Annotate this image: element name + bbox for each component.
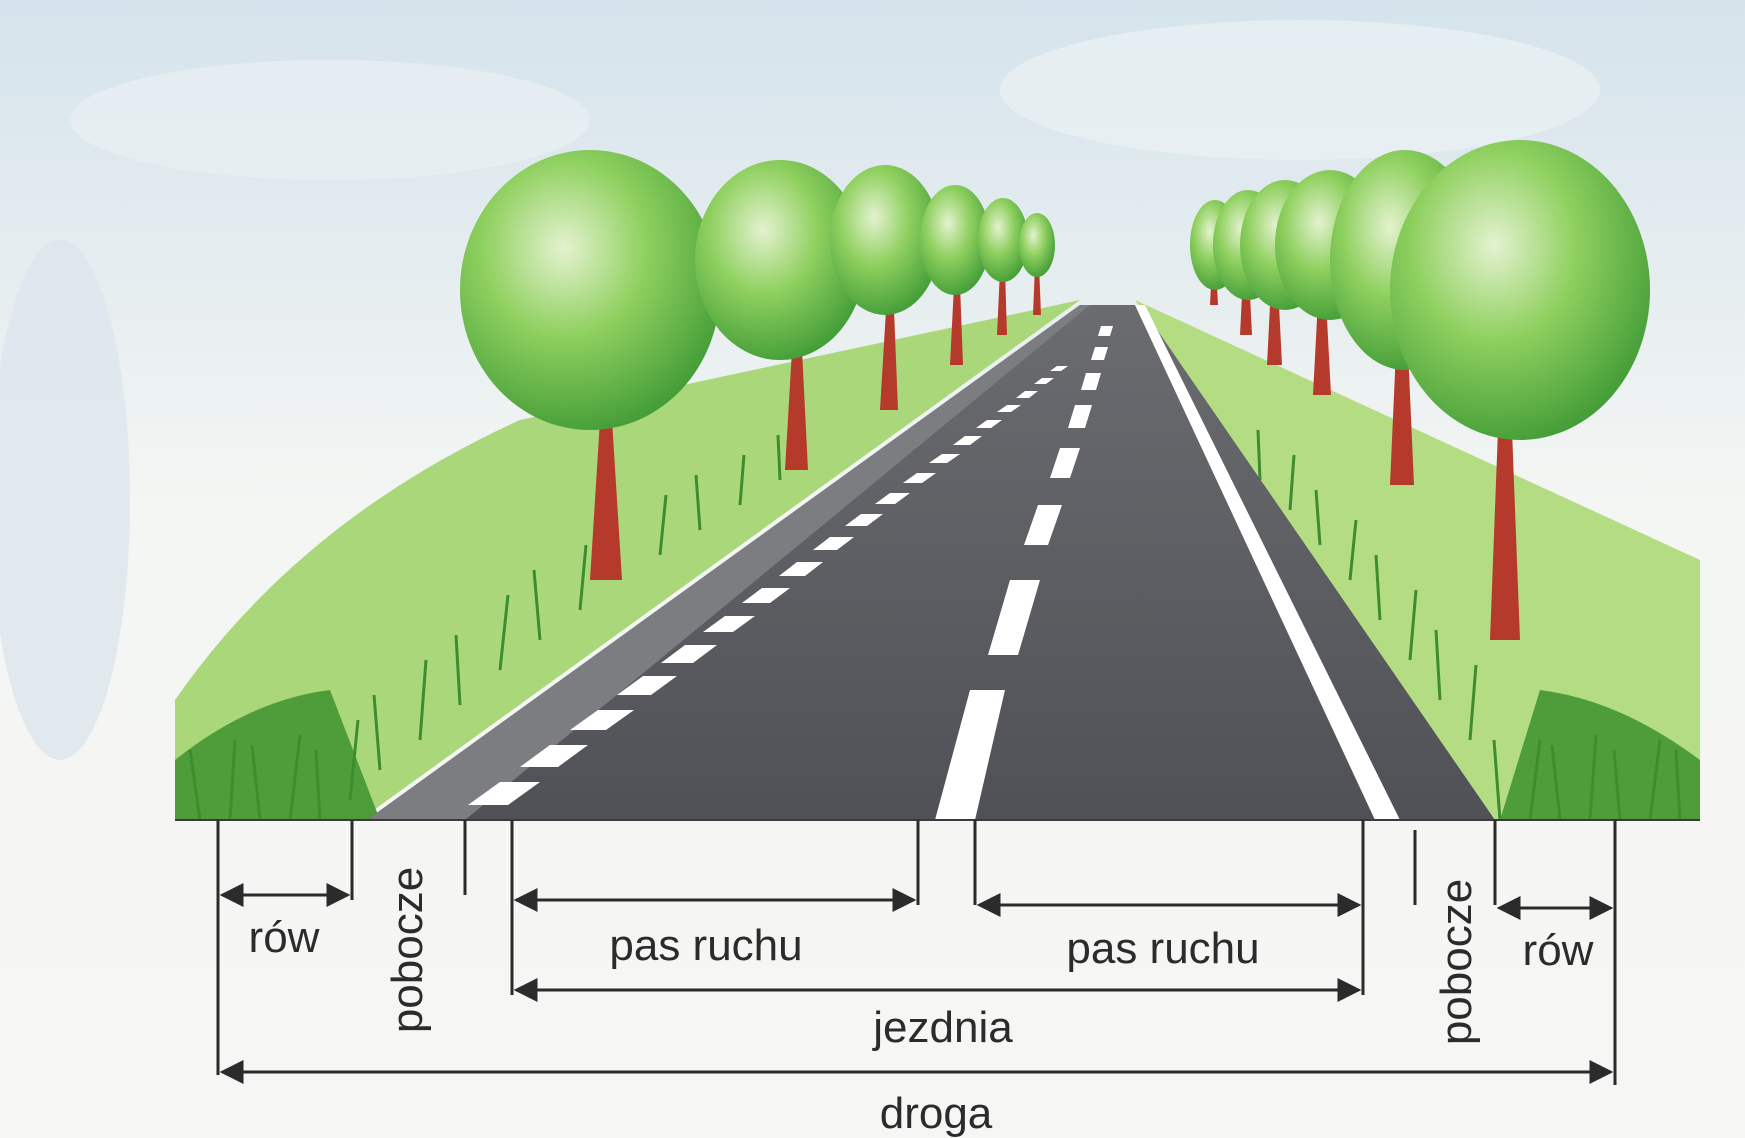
label-droga: droga xyxy=(880,1089,993,1138)
center-lane-dashes xyxy=(935,326,1113,820)
dimension-arrows xyxy=(219,883,1614,1084)
left-edge-dashes xyxy=(468,366,1068,805)
cloud xyxy=(70,60,590,180)
label-row-left: rów xyxy=(249,913,320,962)
ditch-grass-left xyxy=(175,690,380,820)
grass-left-verge xyxy=(175,300,1080,820)
extension-lines xyxy=(216,820,1617,1085)
label-jezdnia: jezdnia xyxy=(871,1003,1013,1052)
label-pobocze-left: pobocze xyxy=(383,867,432,1033)
grass-right-verge xyxy=(1135,300,1700,820)
label-pobocze-right: pobocze xyxy=(1432,879,1481,1045)
right-edge-line xyxy=(1135,305,1400,820)
label-pas-ruchu-right: pas ruchu xyxy=(1066,924,1259,973)
trees-right xyxy=(1190,140,1650,640)
ditch-grass-right xyxy=(1500,690,1700,820)
grass-tufts xyxy=(188,429,1682,821)
label-row-right: rów xyxy=(1523,926,1594,975)
trees-left xyxy=(460,150,1055,580)
label-pas-ruchu-left: pas ruchu xyxy=(609,921,802,970)
cloud xyxy=(1000,20,1600,160)
cloud xyxy=(0,240,130,760)
left-shoulder-surface xyxy=(367,305,1090,820)
